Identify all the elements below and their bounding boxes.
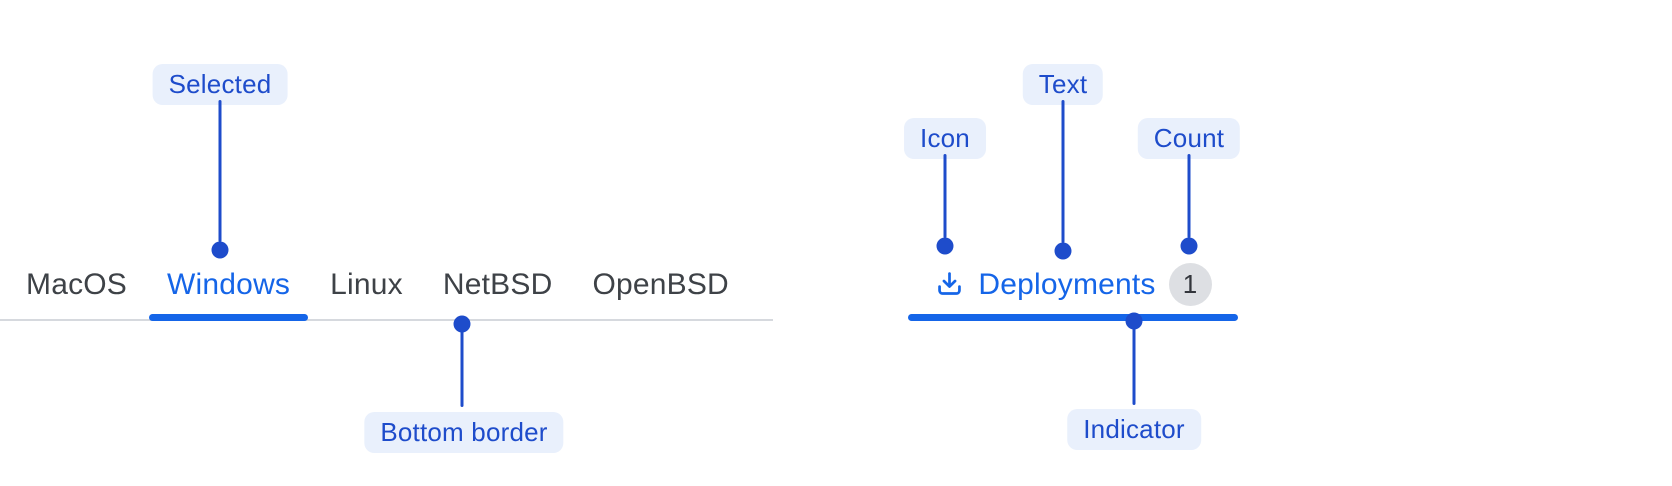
annotation-bottom-border-line <box>460 324 464 407</box>
tab-deployments[interactable]: Deployments 1 <box>908 254 1238 321</box>
tab-strip: MacOS Windows Linux NetBSD OpenBSD <box>6 254 749 321</box>
annotation-text-line <box>1061 100 1065 243</box>
annotation-icon-dot <box>936 237 954 255</box>
annotation-count-line <box>1187 154 1191 238</box>
annotation-bottom-border-label: Bottom border <box>364 412 564 453</box>
annotation-icon-label: Icon <box>904 118 986 159</box>
annotation-indicator-dot <box>1125 312 1143 330</box>
tab-netbsd[interactable]: NetBSD <box>423 254 573 315</box>
download-icon <box>938 272 962 295</box>
tab-label: OpenBSD <box>592 267 729 301</box>
annotation-indicator-line <box>1132 321 1136 405</box>
selected-tab-underline <box>149 314 309 321</box>
annotation-selected-dot <box>211 241 229 259</box>
tab-label: Linux <box>330 267 403 301</box>
selected-tab-indicator <box>908 314 1238 321</box>
tab-macos[interactable]: MacOS <box>6 254 147 315</box>
tab-label: MacOS <box>26 267 128 301</box>
annotation-text-label: Text <box>1022 64 1104 105</box>
tab-windows[interactable]: Windows <box>147 254 310 321</box>
tab-strip-bottom-border <box>0 319 773 321</box>
annotation-text-dot <box>1054 242 1072 260</box>
tab-label: Deployments <box>978 267 1156 301</box>
annotation-icon-line <box>943 154 947 238</box>
tab-label: NetBSD <box>442 267 553 301</box>
tab-linux[interactable]: Linux <box>310 254 423 315</box>
annotation-count-dot <box>1180 237 1198 255</box>
tab-openbsd[interactable]: OpenBSD <box>572 254 748 315</box>
tab-label: Windows <box>167 267 291 301</box>
tab-count-badge: 1 <box>1168 263 1212 306</box>
annotation-bottom-border-dot <box>453 315 471 333</box>
annotation-selected-label: Selected <box>152 64 288 105</box>
annotation-indicator-label: Indicator <box>1067 409 1201 450</box>
annotation-count-label: Count <box>1137 118 1241 159</box>
annotation-selected-line <box>218 100 222 242</box>
